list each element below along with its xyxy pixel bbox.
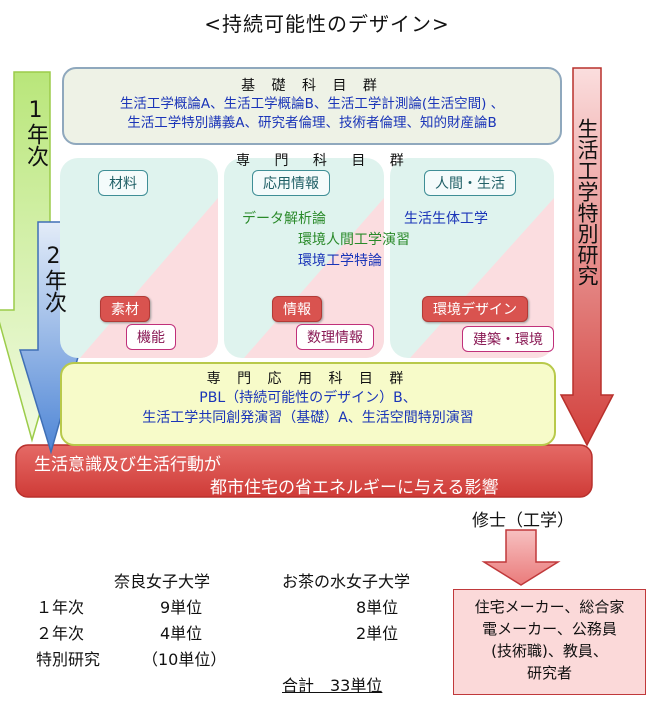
- course-env-ergonomics: 環境人間工学演習: [298, 232, 410, 248]
- course-data-analysis: データ解析論: [242, 211, 326, 227]
- tag-material: 素材: [100, 296, 150, 322]
- credits-row-2-nara: 4単位: [160, 624, 203, 643]
- credits-row-3-label: 特別研究: [36, 650, 101, 669]
- credits-total: 合計 33単位: [282, 676, 383, 695]
- career-line-4: 研究者: [526, 664, 572, 682]
- kiso-line-1: 生活工学概論A、生活工学概論B、生活工学計測論(生活空間) 、: [119, 96, 505, 112]
- credits-row-3-nara: （10単位）: [142, 650, 227, 669]
- credits-header-ocha: お茶の水女子大学: [282, 572, 411, 591]
- kiso-course-group: 基 礎 科 目 群 生活工学概論A、生活工学概論B、生活工学計測論(生活空間) …: [62, 67, 562, 145]
- career-box: 住宅メーカー、総合家 電メーカー、公務員 (技術職)、教員、 研究者: [453, 589, 646, 695]
- page-title: <持続可能性のデザイン>: [204, 12, 450, 36]
- tag-function: 機能: [126, 324, 176, 350]
- category-applied-info: 応用情報: [252, 170, 330, 196]
- tag-information: 情報: [272, 296, 322, 322]
- impact-line-2: 都市住宅の省エネルギーに与える影響: [210, 478, 499, 498]
- applied-line-1: PBL（持続可能性のデザイン）B、: [199, 390, 417, 406]
- applied-heading: 専 門 応 用 科 目 群: [206, 371, 410, 387]
- career-line-1: 住宅メーカー、総合家: [474, 598, 625, 616]
- kiso-heading: 基 礎 科 目 群: [241, 78, 383, 94]
- applied-course-group: 専 門 応 用 科 目 群 PBL（持続可能性のデザイン）B、 生活工学共同創発…: [60, 362, 556, 446]
- career-line-3: (技術職)、教員、: [491, 642, 608, 660]
- credits-row-2-ocha: 2単位: [356, 624, 399, 643]
- special-research-label: 生活工学特別研究: [572, 118, 602, 294]
- category-human-life: 人間・生活: [424, 170, 516, 196]
- senmon-heading: 専 門 科 目 群: [236, 153, 414, 169]
- special-research-text: 生活工学特別研究: [575, 118, 599, 286]
- kiso-line-2: 生活工学特別講義A、研究者倫理、技術者倫理、知的財産論B: [127, 115, 497, 131]
- credits-row-2-label: ２年次: [36, 624, 85, 643]
- tag-env-design: 環境デザイン: [422, 296, 528, 322]
- tag-math-info: 数理情報: [296, 324, 374, 350]
- credits-header-nara: 奈良女子大学: [114, 572, 211, 591]
- first-year-label: 1年次: [20, 98, 48, 176]
- credits-row-1-nara: 9単位: [160, 598, 203, 617]
- first-year-text: 1年次: [23, 98, 48, 167]
- second-year-text: 2年次: [41, 244, 66, 313]
- credits-row-1-ocha: 8単位: [356, 598, 399, 617]
- applied-line-2: 生活工学共同創発演習（基礎）A、生活空間特別演習: [142, 410, 474, 426]
- career-line-2: 電メーカー、公務員: [482, 620, 617, 638]
- credits-row-1-label: １年次: [36, 598, 85, 617]
- course-bio-engineering: 生活生体工学: [404, 211, 488, 227]
- degree-label: 修士（工学）: [472, 511, 574, 531]
- impact-line-1: 生活意識及び生活行動が: [34, 455, 221, 475]
- special-research-arrow: [559, 67, 615, 447]
- tag-arch-env: 建築・環境: [462, 326, 554, 352]
- category-materials: 材料: [98, 170, 148, 196]
- career-arrow: [481, 529, 561, 586]
- course-env-engineering: 環境工学特論: [298, 253, 382, 269]
- second-year-label: 2年次: [38, 244, 66, 322]
